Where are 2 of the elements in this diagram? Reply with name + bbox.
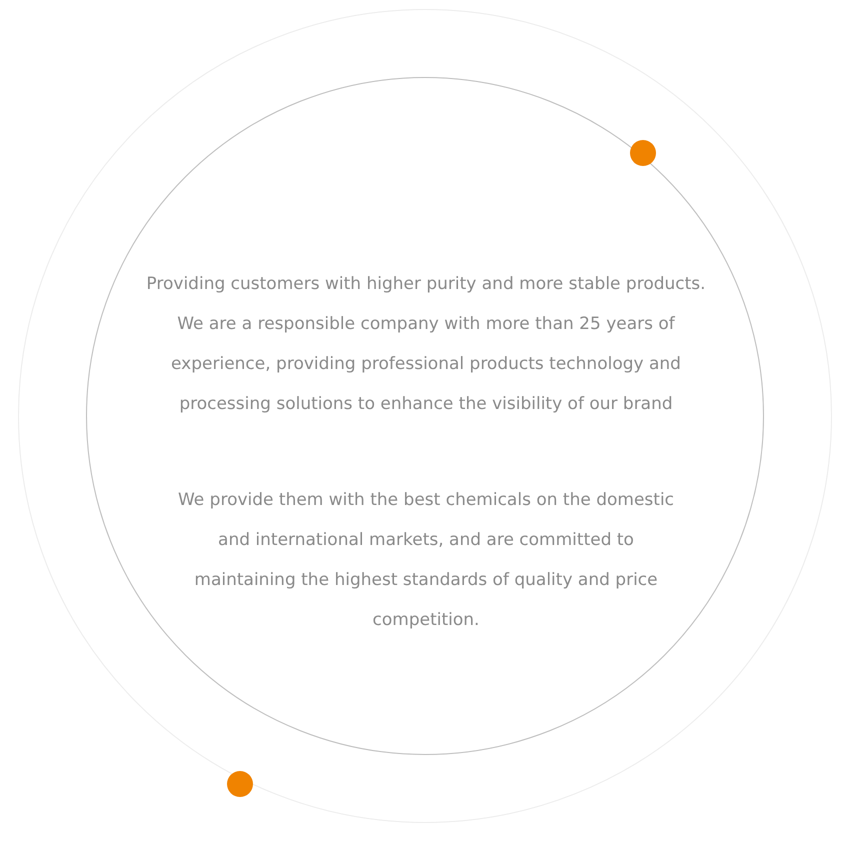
paragraph: Providing customers with higher purity and more stable products. We are a responsible company with more than 25 years of experience, providing professional products technology and processing solutions to enhance the visibility of our brand <box>146 273 706 416</box>
paragraph: We provide them with the best chemicals on the domestic and international markets, and are committed to maintaining the highest standards of quality and price competition. <box>176 489 676 632</box>
